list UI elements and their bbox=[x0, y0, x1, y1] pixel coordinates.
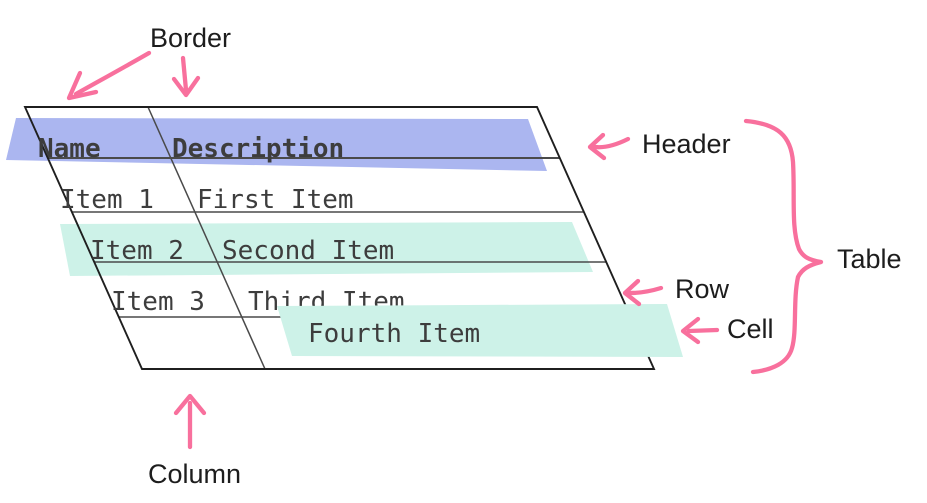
annotation-labels: Border Header Table Row Cell Column bbox=[148, 23, 902, 489]
annotation-strokes bbox=[66, 50, 824, 450]
row-label: Row bbox=[675, 274, 730, 304]
header-label: Header bbox=[642, 129, 731, 159]
cell-row4-description: Fourth Item bbox=[308, 319, 480, 349]
table-text-layer: Name Description Item 1 First Item Item … bbox=[38, 134, 405, 317]
cell-row2-description: Second Item bbox=[222, 236, 394, 266]
border-arrow-left-head-icon bbox=[66, 70, 99, 101]
header-arrow-head-icon bbox=[587, 132, 607, 161]
row-arrow-head-icon bbox=[622, 278, 642, 307]
cell-label: Cell bbox=[727, 314, 774, 344]
border-arrow-down-shaft-icon bbox=[180, 55, 189, 93]
table-label: Table bbox=[837, 244, 902, 274]
cell-row1-name: Item 1 bbox=[60, 185, 154, 215]
cell-arrow-head-icon bbox=[680, 316, 701, 345]
border-arrow-left-shaft-icon bbox=[73, 50, 152, 97]
column-label: Column bbox=[148, 459, 241, 489]
cell-row3-name: Item 3 bbox=[111, 287, 205, 317]
column-divider-line bbox=[147, 106, 266, 370]
table-brace-icon bbox=[743, 118, 824, 375]
table-outer-border bbox=[23, 106, 656, 370]
table-grid-lines bbox=[47, 106, 631, 370]
border-label: Border bbox=[150, 23, 231, 53]
row-arrow-shaft-icon bbox=[627, 285, 664, 296]
header-cell-name: Name bbox=[38, 134, 101, 164]
header-cell-description: Description bbox=[172, 134, 344, 164]
border-arrow-down-head-icon bbox=[171, 75, 201, 98]
column-arrow-head-icon bbox=[173, 393, 207, 416]
header-arrow-shaft-icon bbox=[592, 136, 631, 150]
cell-row2-name: Item 2 bbox=[90, 236, 184, 266]
cell-row1-description: First Item bbox=[197, 185, 354, 215]
cell-arrow-shaft-icon bbox=[686, 327, 720, 334]
cell-highlight bbox=[277, 304, 683, 357]
